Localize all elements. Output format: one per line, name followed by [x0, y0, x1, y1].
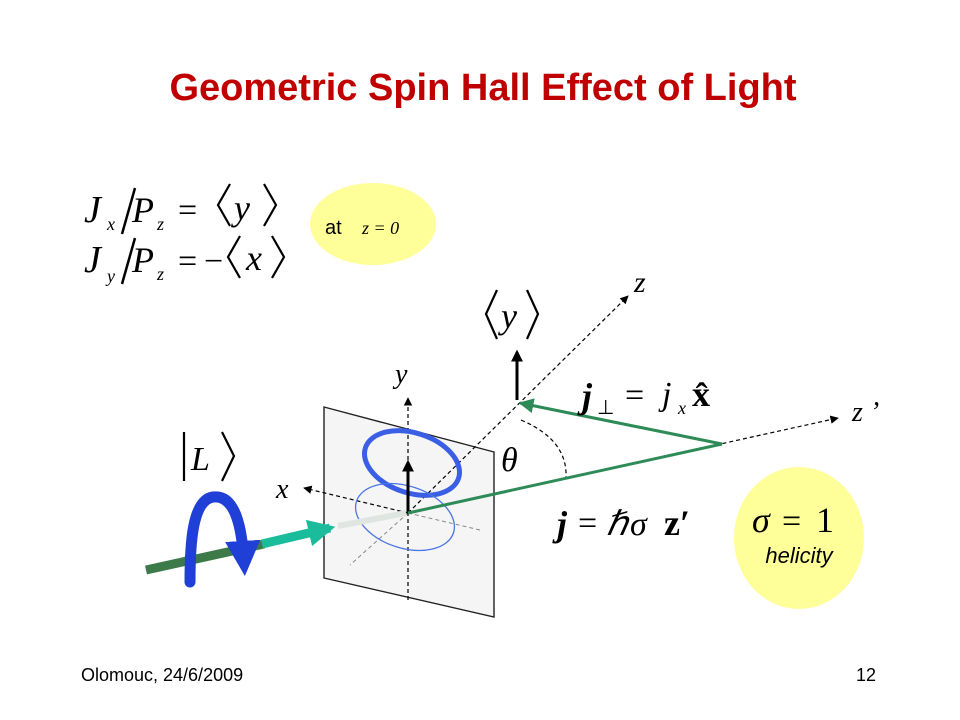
svg-text:y: y: [498, 296, 517, 336]
footer-date: Olomouc, 24/6/2009: [81, 665, 243, 685]
svg-text:ℏ: ℏ: [606, 506, 630, 543]
condition-bubble: at z = 0: [310, 183, 436, 265]
x-axis-back: [407, 512, 481, 531]
svg-text:j: j: [658, 376, 671, 413]
z-axis: [407, 295, 629, 514]
svg-text:y: y: [105, 266, 115, 286]
svg-text:P: P: [131, 240, 154, 280]
slide-title: Geometric Spin Hall Effect of Light: [169, 67, 796, 109]
svg-text:σ: σ: [630, 506, 648, 543]
equation-jy: J y P z = − x: [84, 235, 286, 286]
svg-text:z: z: [156, 264, 164, 284]
incident-beam-fade: [337, 510, 407, 529]
svg-text:x̂: x̂: [692, 374, 710, 414]
svg-text:z′: z′: [664, 503, 690, 543]
svg-text:=: =: [625, 377, 644, 414]
axis-label-z: z: [633, 266, 646, 299]
svg-text:1: 1: [816, 500, 834, 540]
axis-label-x: x: [275, 474, 289, 505]
svg-text:L: L: [190, 441, 210, 478]
j-vector: [407, 442, 723, 515]
x-axis: [303, 485, 409, 514]
rotation-arrow: [184, 491, 261, 588]
svg-text:helicity: helicity: [765, 543, 834, 568]
svg-text:=: =: [178, 192, 197, 229]
helicity-bubble: σ = 1 helicity: [734, 467, 864, 609]
svg-text:x: x: [677, 398, 686, 418]
svg-text:J: J: [84, 239, 103, 281]
svg-text:x: x: [106, 214, 115, 234]
svg-text:=: =: [578, 505, 597, 542]
j-perp-vector: [518, 398, 723, 446]
ket-L: L: [182, 431, 236, 482]
svg-text:z = 0: z = 0: [361, 218, 399, 238]
theta-arc: [520, 419, 567, 479]
axis-label-z-prime: z ’: [851, 397, 879, 428]
svg-text:=: =: [178, 243, 197, 280]
theta-label: θ: [501, 442, 518, 479]
expectation-y: y: [484, 289, 540, 340]
svg-text:j: j: [552, 504, 568, 544]
svg-text:P: P: [131, 190, 154, 230]
svg-text:=: =: [782, 503, 801, 540]
equation-jx: J x P z = y: [84, 183, 278, 235]
incident-beam: [260, 519, 336, 549]
svg-text:z: z: [156, 214, 164, 234]
svg-text:j: j: [577, 376, 593, 416]
j-equation: j = ℏ σ z′: [552, 503, 690, 544]
axis-label-y: y: [392, 359, 408, 390]
svg-text:at: at: [325, 217, 342, 239]
svg-text:σ: σ: [752, 500, 771, 540]
svg-text:y: y: [231, 188, 250, 228]
shifted-ellipse: [361, 428, 463, 498]
j-perp-equation: j ⊥ = j x x̂: [577, 374, 710, 419]
page-number: 12: [856, 665, 876, 685]
svg-text:⊥: ⊥: [597, 397, 614, 419]
centered-ellipse: [354, 482, 456, 552]
svg-text:−: −: [204, 243, 223, 280]
svg-text:x: x: [245, 238, 262, 278]
svg-text:J: J: [84, 189, 103, 231]
